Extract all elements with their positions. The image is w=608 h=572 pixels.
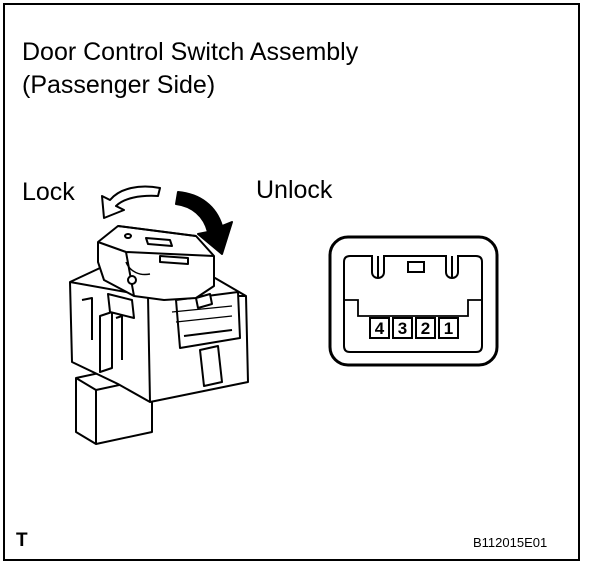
unlock-arrow-icon <box>175 191 233 255</box>
title-line-2: (Passenger Side) <box>22 71 216 99</box>
pin-box: 4 <box>369 317 390 339</box>
connector-inner <box>343 255 483 353</box>
pin-label: 3 <box>398 319 407 338</box>
switch-latch <box>199 345 223 387</box>
connector-face <box>328 235 499 367</box>
pin-box: 2 <box>415 317 436 339</box>
figure-title: Door Control Switch Assembly (Passenger … <box>22 36 358 102</box>
switch-illustration <box>69 225 249 445</box>
figure-code: B112015E01 <box>473 535 548 550</box>
title-line-1: Door Control Switch Assembly <box>22 38 359 66</box>
lock-arrow-icon <box>101 185 161 219</box>
lock-label: Lock <box>22 178 75 206</box>
figure-mark: T <box>16 530 28 551</box>
pin-box: 1 <box>438 317 459 339</box>
figure-frame <box>3 3 580 561</box>
pin-label: 1 <box>444 319 453 338</box>
unlock-label: Unlock <box>256 176 333 204</box>
connector-pins: 4 3 2 1 <box>369 317 459 339</box>
pin-box: 3 <box>392 317 413 339</box>
pin-label: 4 <box>375 319 385 338</box>
connector-outer <box>328 235 499 367</box>
pin-label: 2 <box>421 319 430 338</box>
